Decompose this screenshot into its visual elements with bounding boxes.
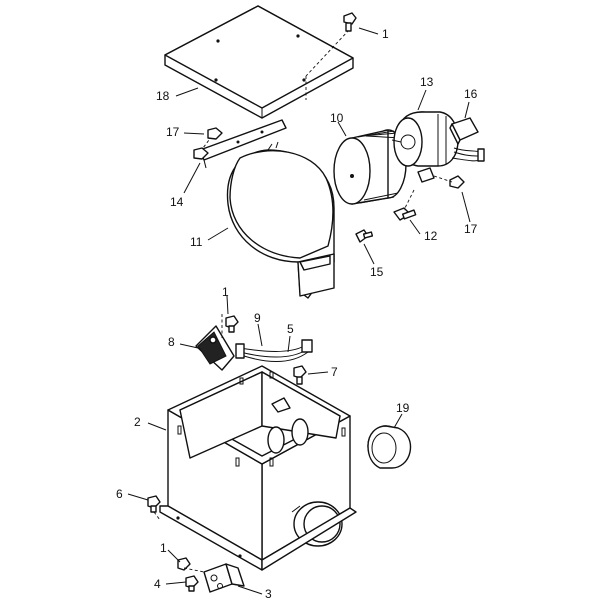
capacitor [449, 117, 479, 145]
callout-13: 13 [420, 75, 434, 89]
motor-bolt [393, 207, 417, 221]
callout-15: 15 [370, 265, 384, 279]
top-cover-panel [164, 5, 354, 119]
callout-17-right: 17 [464, 222, 478, 236]
screw-7 [293, 365, 307, 385]
blower-motor [391, 111, 485, 183]
callout-1-top: 1 [382, 27, 389, 41]
screw-top [343, 12, 357, 32]
screw-bracket [225, 315, 239, 333]
blower-wheel [333, 129, 407, 205]
leader-lines [127, 27, 471, 595]
cabinet-housing [159, 365, 357, 571]
blower-housing [226, 141, 335, 299]
screw-15 [355, 229, 374, 243]
nut-motor [449, 175, 465, 189]
screw-bottom-1 [177, 557, 205, 573]
screw-6 [147, 495, 161, 521]
screw-bottom-4 [185, 575, 199, 592]
callout-19: 19 [396, 401, 410, 415]
callout-4: 4 [154, 577, 161, 591]
support-bracket [195, 314, 235, 371]
callout-3: 3 [265, 587, 272, 600]
callout-7: 7 [331, 365, 338, 379]
callout-labels: 1 18 13 16 10 17 14 17 12 11 15 1 9 5 8 … [116, 27, 478, 600]
callout-17-left: 17 [166, 125, 180, 139]
wire-harness [235, 339, 313, 363]
callout-1-bottom: 1 [160, 541, 167, 555]
callout-5: 5 [287, 322, 294, 336]
callout-2: 2 [134, 415, 141, 429]
callout-1-mid: 1 [222, 285, 229, 299]
callout-11: 11 [190, 235, 203, 249]
floor-bracket [203, 563, 245, 593]
callout-10: 10 [330, 111, 344, 125]
callout-16: 16 [464, 87, 478, 101]
callout-18: 18 [156, 89, 170, 103]
callout-8: 8 [168, 335, 175, 349]
callout-9: 9 [254, 311, 261, 325]
callout-6: 6 [116, 487, 123, 501]
duct-collar-ring [367, 425, 412, 469]
nut-bracket-lower [193, 147, 209, 160]
callout-14: 14 [170, 195, 184, 209]
callout-12: 12 [424, 229, 438, 243]
nut-bracket-upper [207, 127, 223, 140]
